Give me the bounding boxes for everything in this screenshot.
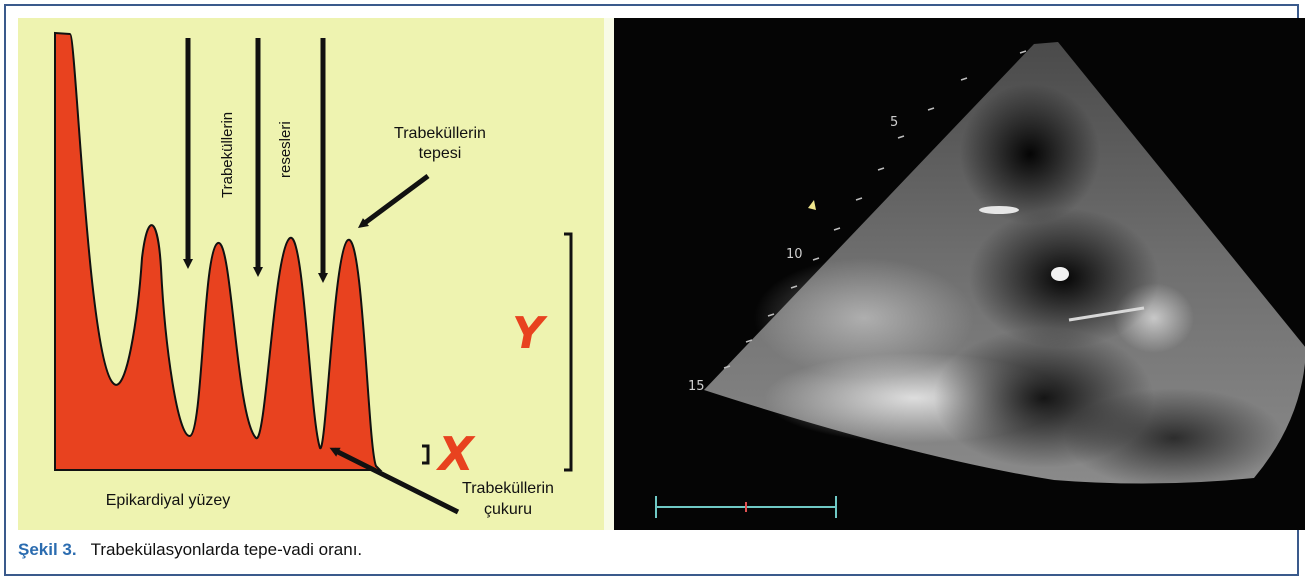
bright-tissue [754, 258, 974, 378]
epicardial-surface-label: Epikardiyal yüzey [106, 492, 231, 509]
depth-label: 10 [786, 247, 803, 262]
figure-caption: Şekil 3. Trabekülasyonlarda tepe-vadi ora… [18, 540, 362, 560]
trough-label-line1: Trabeküllerin [462, 480, 554, 497]
x-bracket [422, 446, 428, 463]
scale-bar [656, 496, 836, 518]
depth-label: 5 [890, 115, 898, 130]
figure: Trabeküllerin resesleri Trabeküllerin te… [18, 18, 1305, 530]
peak-arrow [362, 176, 428, 225]
trabeculation-diagram-panel: Trabeküllerin resesleri Trabeküllerin te… [18, 18, 604, 530]
vertical-label: resesleri [277, 121, 294, 178]
echocardiogram-panel: 5 10 15 [614, 18, 1305, 530]
trough-label-line2: çukuru [484, 501, 532, 518]
y-bracket [564, 234, 571, 470]
echocardiogram-image: 5 10 15 [614, 18, 1305, 530]
depth-label: 15 [688, 379, 705, 394]
panel-divider [604, 18, 614, 530]
figure-caption-label: Şekil 3. [18, 540, 77, 559]
echo-spot [979, 206, 1019, 214]
x-marker: X [435, 427, 476, 481]
vertical-label: Trabeküllerin [219, 112, 236, 198]
cardiac-chamber [1064, 388, 1284, 488]
trabeculation-diagram: Trabeküllerin resesleri Trabeküllerin te… [18, 18, 604, 530]
marker-triangle-icon [808, 200, 816, 210]
peak-label-line1: Trabeküllerin [394, 125, 486, 142]
trabecular-profile [55, 33, 380, 470]
echo-spot [1051, 267, 1069, 281]
y-marker: Y [512, 308, 548, 359]
cardiac-chamber [960, 84, 1100, 224]
peak-label-line2: tepesi [419, 145, 462, 162]
figure-caption-text: Trabekülasyonlarda tepe-vadi oranı. [91, 540, 363, 559]
